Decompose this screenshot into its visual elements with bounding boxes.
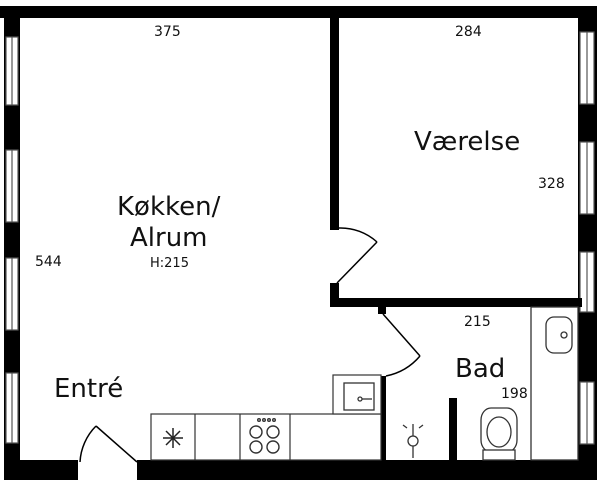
bedroom-width-label: 284 [455, 24, 482, 40]
kitchen-depth-label: 544 [35, 254, 62, 270]
bedroom-door [336, 227, 378, 284]
left-windows [5, 36, 19, 444]
toilet-partition [449, 398, 457, 462]
outer-walls [0, 6, 597, 480]
entrance-door [79, 425, 138, 463]
counter-base [150, 413, 382, 461]
bathroom-door [382, 313, 421, 377]
bath-width-label: 215 [464, 314, 491, 330]
bedroom-depth-label: 328 [538, 176, 565, 192]
bathroom-name: Bad [455, 354, 506, 384]
left-wall [4, 6, 20, 480]
ceiling-height-label: H:215 [150, 256, 189, 271]
bath-door-jamb [378, 306, 386, 314]
interior-walls [330, 14, 582, 464]
shower-drain [402, 424, 424, 458]
bath-left-wall [378, 376, 386, 464]
bedroom-bottom-wall [330, 298, 582, 307]
bathroom-sink [530, 306, 579, 461]
bedroom-name: Værelse [414, 127, 521, 157]
kitchen-name-line2: Alrum [130, 223, 208, 253]
top-wall [0, 6, 597, 18]
burner [249, 440, 263, 454]
toilet [480, 407, 518, 461]
right-wall [578, 6, 597, 480]
bottom-wall-right [137, 460, 597, 480]
right-windows [579, 31, 595, 445]
bottom-wall-left [4, 460, 78, 480]
bath-depth-label: 198 [501, 386, 528, 402]
burner [266, 440, 280, 454]
bedroom-left-wall-lower [330, 283, 339, 306]
stove [249, 418, 280, 454]
entrance-name: Entré [54, 374, 124, 404]
kitchen-width-label: 375 [154, 24, 181, 40]
kitchen-sink [343, 382, 375, 411]
snowflake-icon [163, 428, 183, 448]
bedroom-left-wall-upper [330, 14, 339, 230]
burner [266, 425, 280, 439]
kitchen-name-line1: Køkken/ [117, 192, 221, 222]
burner [249, 425, 263, 439]
